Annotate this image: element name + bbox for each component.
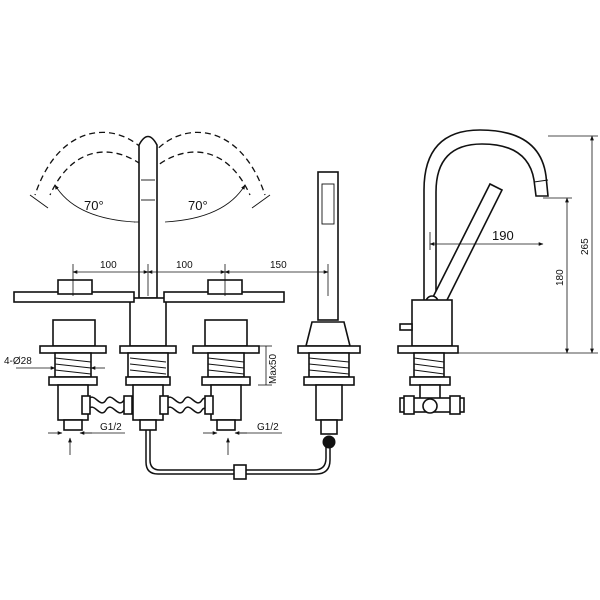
spout <box>138 135 158 299</box>
side-view: 190 180 265 <box>397 129 598 415</box>
spacing-dims <box>72 264 329 296</box>
hose-weight <box>322 435 336 449</box>
max-thickness-label: Max50 <box>268 354 279 384</box>
spout-body <box>119 297 177 431</box>
hole-spec-label: 4-Ø28 <box>4 356 32 367</box>
side-handle <box>425 182 504 312</box>
spacing-c-label: 150 <box>270 260 287 271</box>
inlet-arrows <box>68 437 230 455</box>
mixing-hoses <box>81 395 214 415</box>
spout-height-label: 180 <box>555 269 566 286</box>
thread-right-label: G1/2 <box>257 422 279 433</box>
shower-hose <box>145 430 336 480</box>
thread-left-label: G1/2 <box>100 422 122 433</box>
swivel-arcs <box>29 131 271 209</box>
total-height-label: 265 <box>580 238 591 255</box>
spacing-b-label: 100 <box>176 260 193 271</box>
max-thickness-dim <box>258 345 272 386</box>
hand-shower <box>297 171 361 435</box>
side-body <box>397 299 465 415</box>
left-valve <box>13 279 135 431</box>
angle-right-label: 70° <box>188 198 208 213</box>
side-spout <box>423 129 549 327</box>
side-dims <box>429 135 598 354</box>
reach-label: 190 <box>492 228 514 243</box>
spacing-a-label: 100 <box>100 260 117 271</box>
front-view: 70° 70° <box>4 131 361 480</box>
angle-left-label: 70° <box>84 198 104 213</box>
